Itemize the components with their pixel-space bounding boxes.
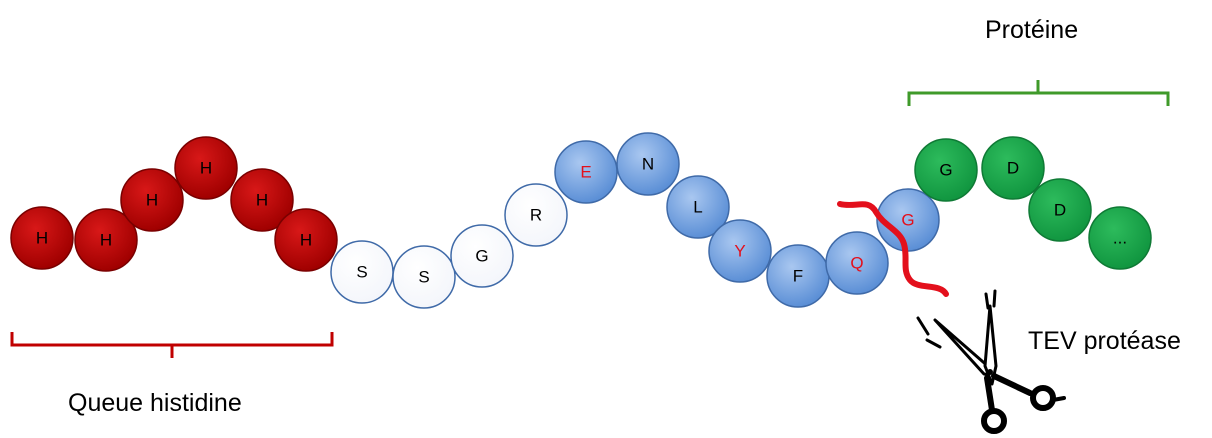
residue-circle	[274, 208, 338, 272]
tev-protease-label: TEV protéase	[1028, 327, 1181, 355]
residue-circle	[10, 206, 74, 270]
residue-bead-protein: G	[914, 138, 978, 202]
residue-bead-tev_site: G	[876, 188, 940, 252]
residue-letter: D	[1054, 201, 1066, 220]
residue-letter: H	[256, 191, 268, 210]
residue-bead-tev_site: E	[554, 140, 618, 204]
residue-letter: G	[901, 211, 914, 230]
protein-label: Protéine	[985, 16, 1078, 44]
protein-bracket	[907, 80, 1170, 106]
residue-letter: G	[939, 161, 952, 180]
residue-bead-linker: G	[450, 224, 514, 288]
residue-bead-his: H	[274, 208, 338, 272]
residue-bead-his: H	[174, 136, 238, 200]
residue-circle	[554, 140, 618, 204]
residue-letter: H	[146, 191, 158, 210]
residue-bead-tev_site: Y	[708, 219, 772, 283]
residue-letter: D	[1007, 159, 1019, 178]
residue-circle	[825, 231, 889, 295]
residue-circle	[981, 136, 1045, 200]
residue-letter: L	[693, 198, 702, 217]
residue-circle	[666, 175, 730, 239]
residue-letter: G	[475, 247, 488, 266]
residue-letter: H	[200, 159, 212, 178]
residue-circle	[504, 183, 568, 247]
residue-bead-tev_site: N	[616, 132, 680, 196]
residue-bead-linker: R	[504, 183, 568, 247]
residue-letter: R	[530, 206, 542, 225]
residue-letter: S	[356, 263, 367, 282]
residue-circle	[230, 168, 294, 232]
residue-bead-linker: S	[392, 245, 456, 309]
residue-circle	[1028, 178, 1092, 242]
residue-circle	[174, 136, 238, 200]
residue-letter: H	[36, 229, 48, 248]
residue-letter: Q	[850, 254, 863, 273]
residue-bead-his: H	[230, 168, 294, 232]
residue-bead-tev_site: F	[766, 244, 830, 308]
his-tag-bracket	[10, 332, 334, 358]
cleavage-cut-line	[837, 201, 949, 297]
residue-circle	[914, 138, 978, 202]
residue-bead-protein: D	[1028, 178, 1092, 242]
residue-circle	[1088, 206, 1152, 270]
scissors-icon	[916, 289, 1066, 434]
residue-bead-his: H	[74, 208, 138, 272]
residue-bead-protein: ...	[1088, 206, 1152, 270]
residue-bead-tev_site: Q	[825, 231, 889, 295]
residue-bead-his: H	[10, 206, 74, 270]
residue-bead-tev_site: L	[666, 175, 730, 239]
residue-letter: H	[100, 231, 112, 250]
residue-chain: H H H H H H S S G R E N L Y F Q G G D D...	[10, 132, 1152, 309]
residue-bead-his: H	[120, 168, 184, 232]
residue-circle	[74, 208, 138, 272]
residue-circle	[616, 132, 680, 196]
residue-circle	[450, 224, 514, 288]
residue-bead-linker: S	[330, 240, 394, 304]
residue-letter: ...	[1113, 229, 1127, 248]
residue-circle	[708, 219, 772, 283]
his-tag-label: Queue histidine	[68, 389, 242, 417]
residue-circle	[392, 245, 456, 309]
residue-letter: F	[793, 267, 803, 286]
residue-letter: N	[642, 155, 654, 174]
residue-bead-protein: D	[981, 136, 1045, 200]
residue-letter: Y	[734, 242, 745, 261]
residue-letter: E	[580, 163, 591, 182]
residue-circle	[120, 168, 184, 232]
residue-letter: H	[300, 231, 312, 250]
residue-letter: S	[418, 268, 429, 287]
